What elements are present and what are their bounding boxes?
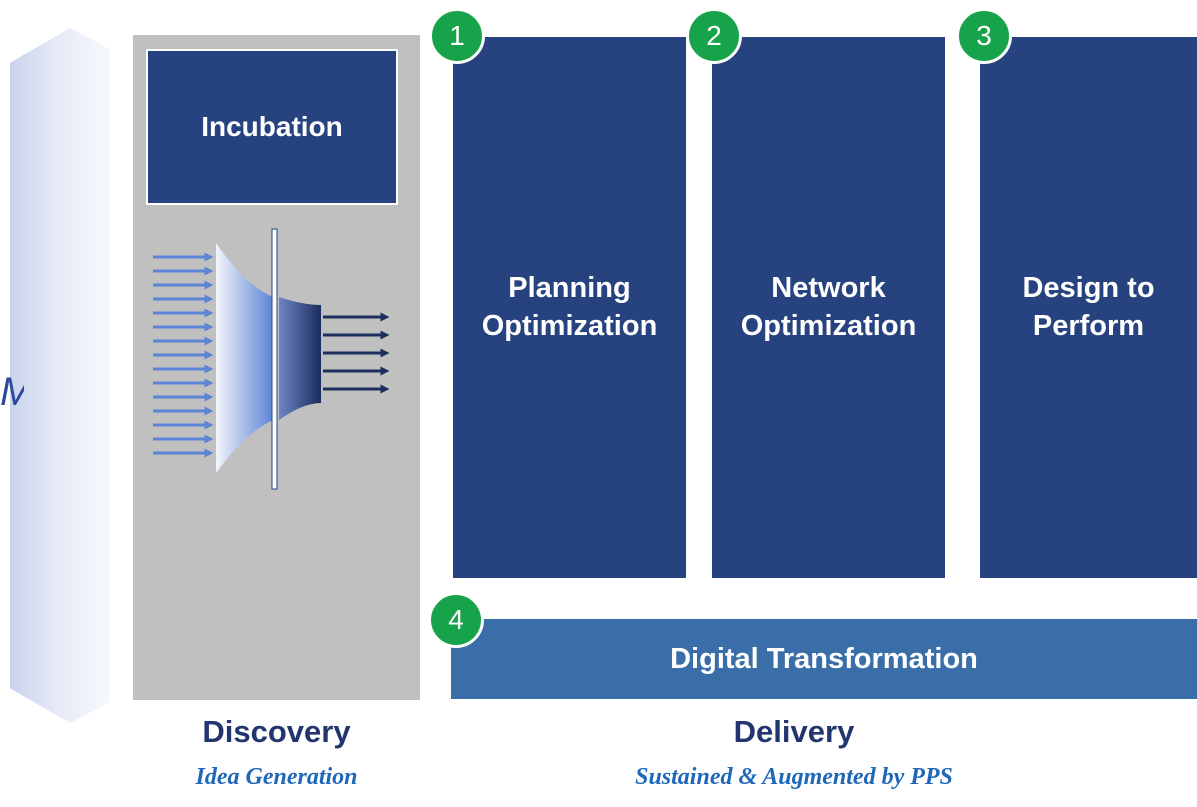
left-decorative-band xyxy=(10,28,110,723)
pillar-network-optimization: Network Optimization xyxy=(712,37,945,578)
pillar-1-line1: Planning xyxy=(508,272,631,304)
funnel-left-half xyxy=(216,243,273,473)
left-band-letter: M xyxy=(0,372,24,412)
incubation-box: Incubation xyxy=(146,49,398,205)
pillar-planning-optimization: Planning Optimization xyxy=(453,37,686,578)
delivery-title: Delivery xyxy=(733,714,855,749)
delivery-subtitle: Sustained & Augmented by PPS xyxy=(635,764,953,790)
pillar-1-line2: Optimization xyxy=(481,310,658,342)
digital-transformation-label: Digital Transformation xyxy=(670,642,978,675)
badge-4: 4 xyxy=(428,592,484,648)
digital-transformation-bar: Digital Transformation xyxy=(451,619,1197,699)
funnel-divider xyxy=(271,228,278,490)
discovery-title: Discovery xyxy=(202,714,351,749)
pillar-2-line1: Network xyxy=(771,272,886,304)
pillar-3-line1: Design to xyxy=(1022,272,1155,304)
pillar-2-line2: Optimization xyxy=(740,310,917,342)
pillar-3-line2: Perform xyxy=(1032,310,1145,342)
badge-3: 3 xyxy=(956,8,1012,64)
incubation-label: Incubation xyxy=(201,111,343,142)
badge-1: 1 xyxy=(429,8,485,64)
badge-2: 2 xyxy=(686,8,742,64)
funnel-right-half xyxy=(279,297,321,420)
pillar-design-to-perform: Design to Perform xyxy=(980,37,1197,578)
discovery-subtitle: Idea Generation xyxy=(195,764,358,790)
input-arrows xyxy=(153,252,214,458)
output-arrows xyxy=(323,312,390,394)
funnel-icon xyxy=(153,228,390,490)
